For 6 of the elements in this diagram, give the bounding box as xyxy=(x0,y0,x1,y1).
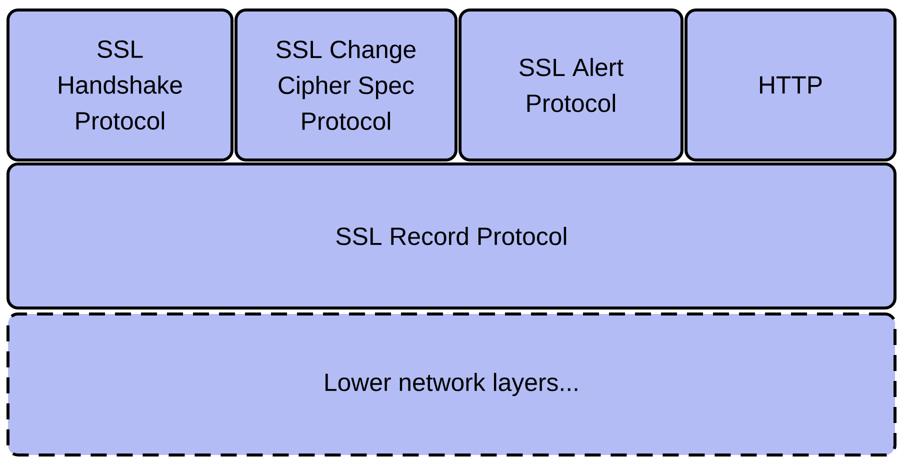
protocol-box: SSL Handshake Protocol xyxy=(6,8,234,162)
layer-box: Lower network layers... xyxy=(6,312,896,456)
protocol-box: SSL Alert Protocol xyxy=(458,8,684,162)
protocol-box: HTTP xyxy=(684,8,896,162)
layer-box: SSL Record Protocol xyxy=(6,162,896,310)
protocol-box: SSL Change Cipher Spec Protocol xyxy=(234,8,458,162)
